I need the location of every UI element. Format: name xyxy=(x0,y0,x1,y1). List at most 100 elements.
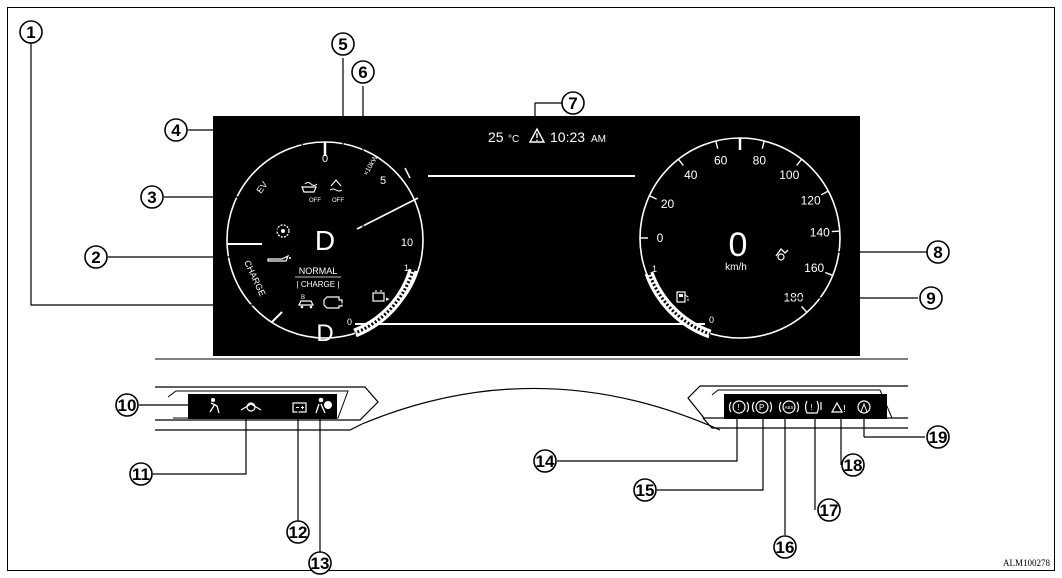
callout-number: 3 xyxy=(147,188,156,207)
left-indicator-panel xyxy=(155,386,379,431)
callout-circle xyxy=(817,498,841,522)
speed-tick xyxy=(649,195,657,200)
callout-circle xyxy=(351,60,375,84)
speed-unit: km/h xyxy=(725,262,747,273)
brake-hold-icon: B xyxy=(298,295,314,309)
callout-number: 18 xyxy=(844,456,863,475)
clock-value: 10:23 xyxy=(550,129,585,145)
callout-circle xyxy=(926,240,950,264)
callout-13: 13 xyxy=(308,551,332,575)
status-bar: 25 °C 10:23 AM xyxy=(488,127,606,145)
battery-empty-mark: 0 xyxy=(347,317,352,327)
svg-text:OFF: OFF xyxy=(309,198,321,204)
callout-number: 9 xyxy=(926,289,935,308)
callout-leaders xyxy=(30,43,927,552)
callout-number: 17 xyxy=(820,501,839,520)
callout-circle xyxy=(926,425,950,449)
svg-text:!: ! xyxy=(843,404,846,415)
tire-pressure-icon: ! xyxy=(804,400,822,414)
power-scale-5: 5 xyxy=(380,175,386,187)
ess-off-icon: OFF xyxy=(329,179,344,204)
brake-warning-icon: ! xyxy=(728,400,750,414)
svg-text:▸: ▸ xyxy=(386,296,390,303)
speed-tick xyxy=(820,190,829,196)
abs-warning-icon: ABS xyxy=(778,400,800,414)
master-warning-icon: ! xyxy=(830,401,846,415)
power-separator xyxy=(356,197,419,230)
callout-circle xyxy=(919,286,943,310)
fuel-empty-mark: 0 xyxy=(709,315,714,325)
speed-tick-label: 160 xyxy=(804,261,824,275)
callout-circle xyxy=(773,535,797,559)
cluster-display xyxy=(213,116,860,356)
callout-11: 11 xyxy=(129,462,153,486)
temperature-unit: °C xyxy=(508,134,519,145)
svg-text:OFF: OFF xyxy=(332,198,344,204)
airbag-warning-icon xyxy=(315,397,332,414)
svg-text:!: ! xyxy=(811,403,813,412)
battery-full-mark: 1 xyxy=(404,263,409,273)
callout-number: 1 xyxy=(26,23,35,42)
callout-12: 12 xyxy=(286,520,310,544)
svg-text:B: B xyxy=(301,295,305,301)
figure-code: ALM100278 xyxy=(1003,558,1050,568)
fuel-level-bar xyxy=(644,271,712,339)
seatbelt-reminder-icon xyxy=(209,398,220,414)
callout-3: 3 xyxy=(140,185,164,209)
cruise-icon xyxy=(775,247,789,261)
callout-circle xyxy=(533,449,557,473)
speed-tick-label: 40 xyxy=(684,168,698,182)
left-panel-outline xyxy=(155,386,379,421)
callout-circle xyxy=(164,118,188,142)
power-lower-tick xyxy=(271,311,283,323)
gear-indicator-bottom: D xyxy=(316,320,333,347)
callout-circle xyxy=(129,462,153,486)
clock-suffix: AM xyxy=(591,134,606,145)
callout-5: 5 xyxy=(331,32,355,56)
callout-circle xyxy=(140,185,164,209)
dash-curve xyxy=(361,387,721,431)
callout-10: 10 xyxy=(115,393,139,417)
svg-text:P: P xyxy=(759,403,764,412)
parking-brake-icon: P xyxy=(751,400,773,414)
callout-number: 4 xyxy=(171,121,181,140)
callout-number: 13 xyxy=(311,554,330,573)
callout-circle xyxy=(561,91,585,115)
callout-number: 8 xyxy=(933,243,942,262)
callout-6: 6 xyxy=(351,60,375,84)
figure-frame xyxy=(7,7,1055,571)
mode-charge: | CHARGE | xyxy=(297,280,340,289)
callout-circle xyxy=(84,245,108,269)
callout-circle xyxy=(308,551,332,575)
engine-check-icon xyxy=(323,296,343,309)
oil-pressure-icon xyxy=(267,254,291,262)
speed-tick xyxy=(825,271,833,277)
callout-18: 18 xyxy=(841,453,865,477)
callout-number: 11 xyxy=(132,465,150,484)
power-scale-10: 10 xyxy=(401,237,413,249)
callout-number: 7 xyxy=(568,94,577,113)
ready-indicator-icon xyxy=(276,224,290,238)
callout-number: 10 xyxy=(118,396,137,415)
callout-4: 4 xyxy=(164,118,188,142)
callout-circle xyxy=(331,32,355,56)
callout-number: 16 xyxy=(776,538,795,557)
mode-normal: NORMAL xyxy=(299,266,338,276)
power-minor-tick xyxy=(404,167,411,179)
callout-number: 12 xyxy=(289,523,308,542)
traction-off-icon: OFF xyxy=(301,182,321,204)
battery-small-icon: ▸ xyxy=(372,290,390,303)
callout-circle xyxy=(19,20,43,44)
callout-number: 19 xyxy=(929,428,948,447)
power-steering-icon xyxy=(240,402,262,412)
callout-circle xyxy=(633,478,657,502)
callout-8: 8 xyxy=(926,240,950,264)
callout-number: 6 xyxy=(358,63,367,82)
speed-tick-label: 80 xyxy=(753,153,767,167)
callout-17: 17 xyxy=(817,498,841,522)
svg-text:ABS: ABS xyxy=(785,405,794,410)
callout-9: 9 xyxy=(919,286,943,310)
speed-tick xyxy=(715,140,719,149)
warning-triangle-icon xyxy=(528,127,546,143)
